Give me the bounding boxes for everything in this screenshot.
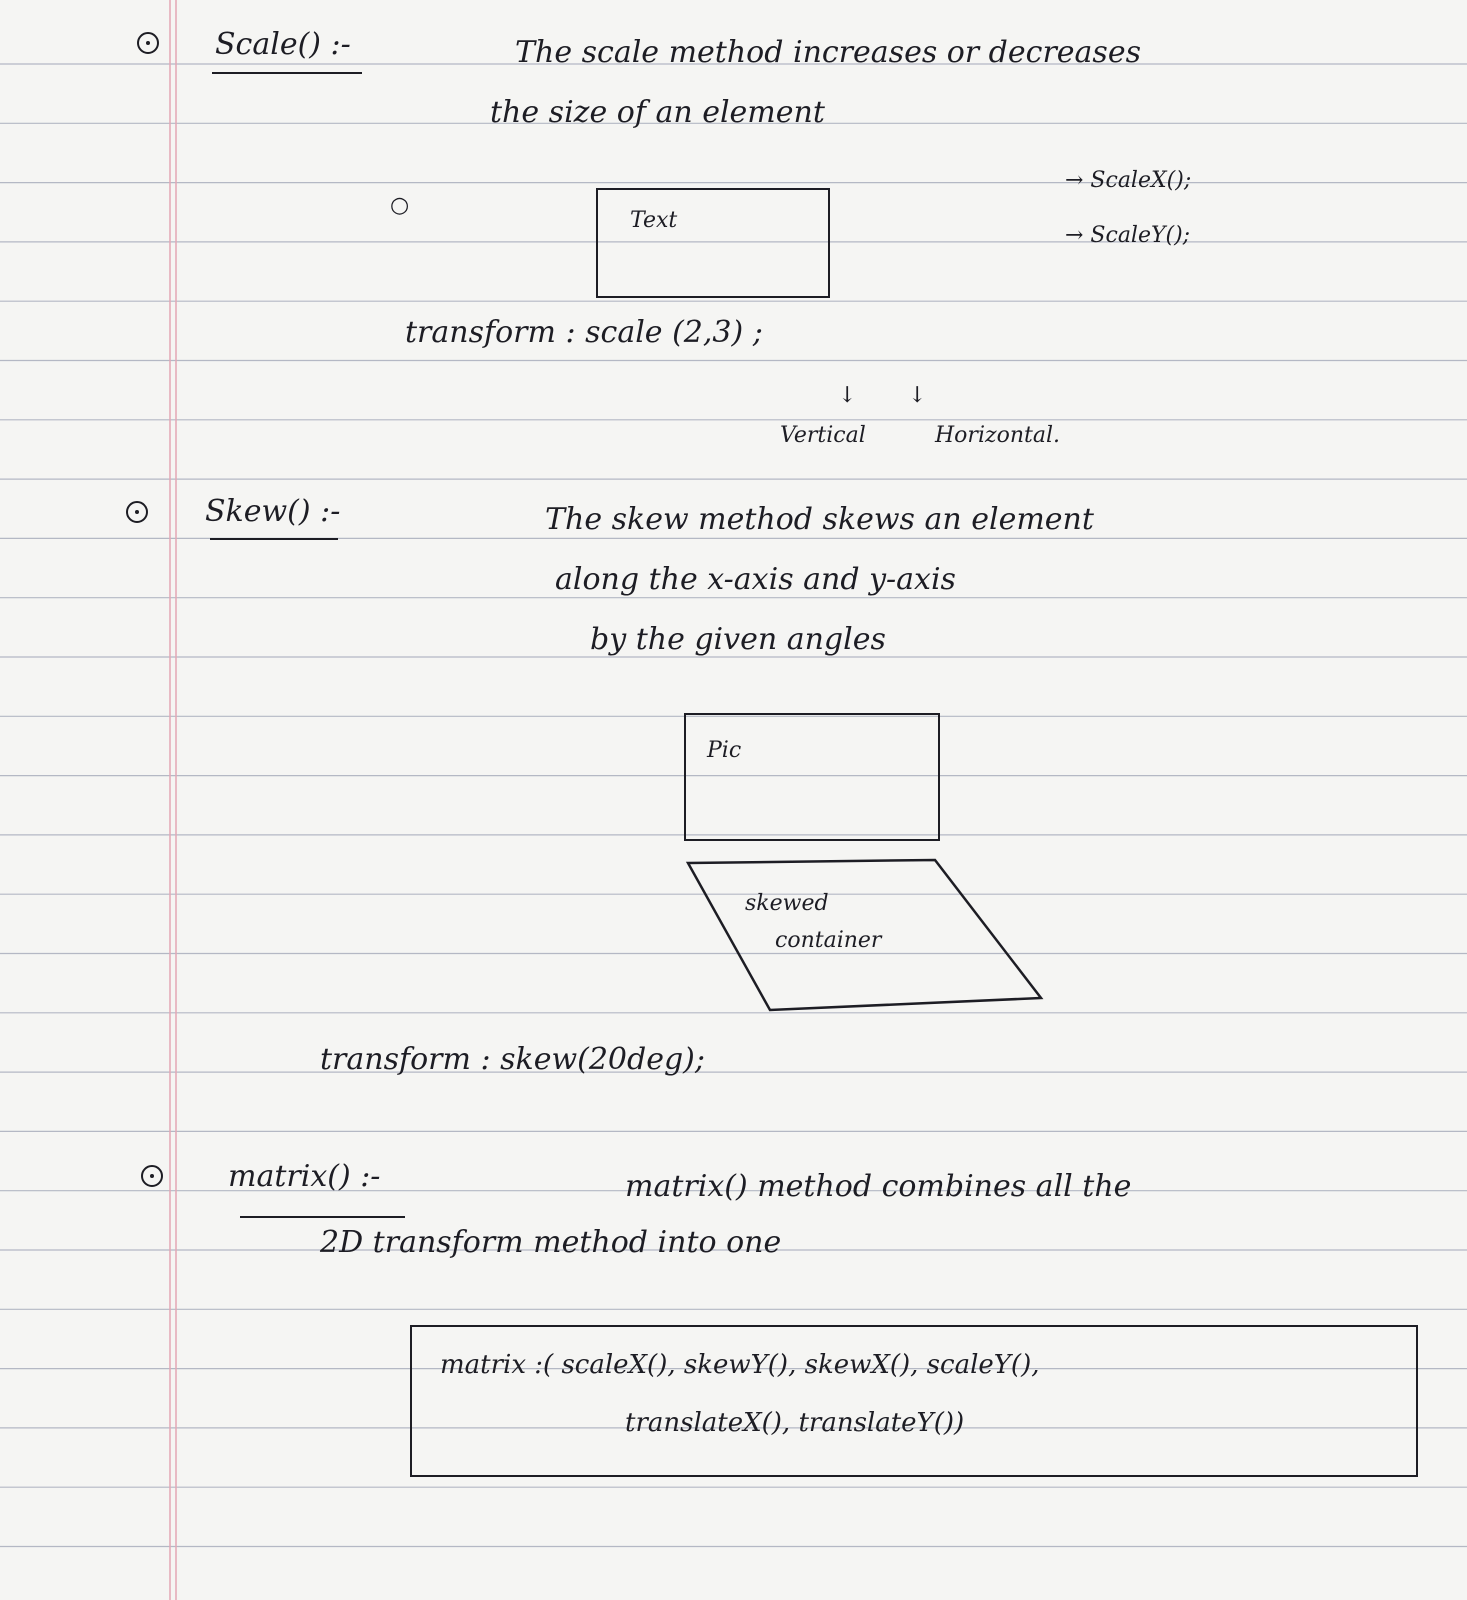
horizontal-label: Horizontal. (935, 423, 1060, 448)
bullet-icon (126, 501, 148, 523)
scale-heading: Scale() :- (215, 27, 351, 62)
skew-original-box (684, 713, 940, 841)
scale-description-line2: the size of an element (490, 95, 825, 130)
skew-heading: Skew() :- (205, 494, 341, 529)
matrix-description-line1: matrix() method combines all the (625, 1169, 1132, 1204)
open-circle-mark: ○ (390, 193, 410, 218)
skew-original-box-label: Pic (707, 738, 742, 763)
scaley-subitem: → ScaleY(); (1065, 223, 1191, 248)
vertical-label: Vertical (780, 423, 866, 448)
scale-example-box (596, 188, 830, 298)
arrow-down-icon: ↓ (838, 383, 857, 408)
matrix-code-line2: translateX(), translateY()) (625, 1408, 965, 1438)
skewed-container-label-line1: skewed (745, 891, 829, 916)
skewed-container-shape (685, 858, 1044, 1012)
skew-heading-underline (210, 538, 338, 540)
skew-code: transform : skew(20deg); (320, 1042, 705, 1077)
matrix-heading-underline (240, 1216, 405, 1218)
matrix-code-box (410, 1325, 1418, 1477)
bullet-icon (141, 1165, 163, 1187)
skew-description-line3: by the given angles (590, 622, 886, 657)
scale-example-box-label: Text (630, 208, 678, 233)
skewed-container-label-line2: container (775, 928, 882, 953)
skew-description-line2: along the x-axis and y-axis (555, 562, 956, 597)
scale-description-line1: The scale method increases or decreases (515, 35, 1141, 70)
bullet-icon (137, 32, 159, 54)
scale-code: transform : scale (2,3) ; (405, 315, 763, 350)
arrow-down-icon: ↓ (908, 383, 927, 408)
matrix-heading: matrix() :- (228, 1159, 381, 1194)
skew-description-line1: The skew method skews an element (545, 502, 1094, 537)
scale-heading-underline (212, 72, 362, 74)
matrix-description-line2: 2D transform method into one (320, 1225, 782, 1260)
matrix-code-line1: matrix :( scaleX(), skewY(), skewX(), sc… (440, 1350, 1040, 1380)
scalex-subitem: → ScaleX(); (1065, 168, 1192, 193)
